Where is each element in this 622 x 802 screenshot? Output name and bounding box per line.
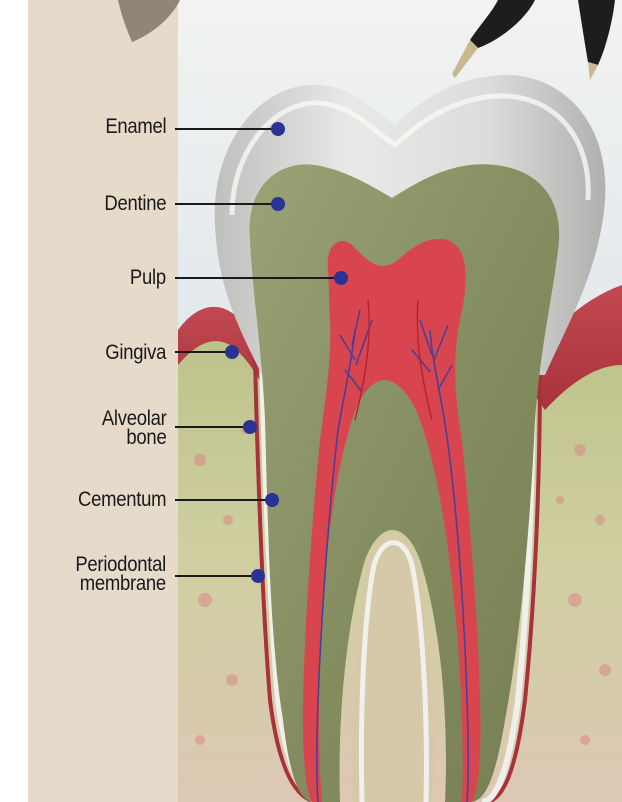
- label-alveolar-bone: Alveolar bone: [101, 409, 166, 447]
- marker-dot-cementum: [265, 493, 279, 507]
- label-dentine-text: Dentine: [104, 194, 166, 213]
- label-periodontal-membrane-line2: membrane: [75, 574, 166, 593]
- marker-dot-alveolar-bone: [243, 420, 257, 434]
- marker-dot-dentine: [271, 197, 285, 211]
- label-alveolar-bone-line2: bone: [101, 428, 166, 447]
- label-cementum: Cementum: [78, 490, 166, 509]
- label-enamel: Enamel: [105, 117, 166, 136]
- label-gingiva: Gingiva: [105, 343, 166, 362]
- label-pulp-text: Pulp: [130, 268, 166, 287]
- label-periodontal-membrane: Periodontal membrane: [75, 555, 166, 593]
- label-pulp: Pulp: [130, 268, 166, 287]
- label-dentine: Dentine: [104, 194, 166, 213]
- marker-dot-pulp: [334, 271, 348, 285]
- label-gingiva-text: Gingiva: [105, 343, 166, 362]
- marker-dot-enamel: [271, 122, 285, 136]
- marker-dot-gingiva: [225, 345, 239, 359]
- label-cementum-text: Cementum: [78, 490, 166, 509]
- label-enamel-text: Enamel: [105, 117, 166, 136]
- marker-dot-periodontal-membrane: [251, 569, 265, 583]
